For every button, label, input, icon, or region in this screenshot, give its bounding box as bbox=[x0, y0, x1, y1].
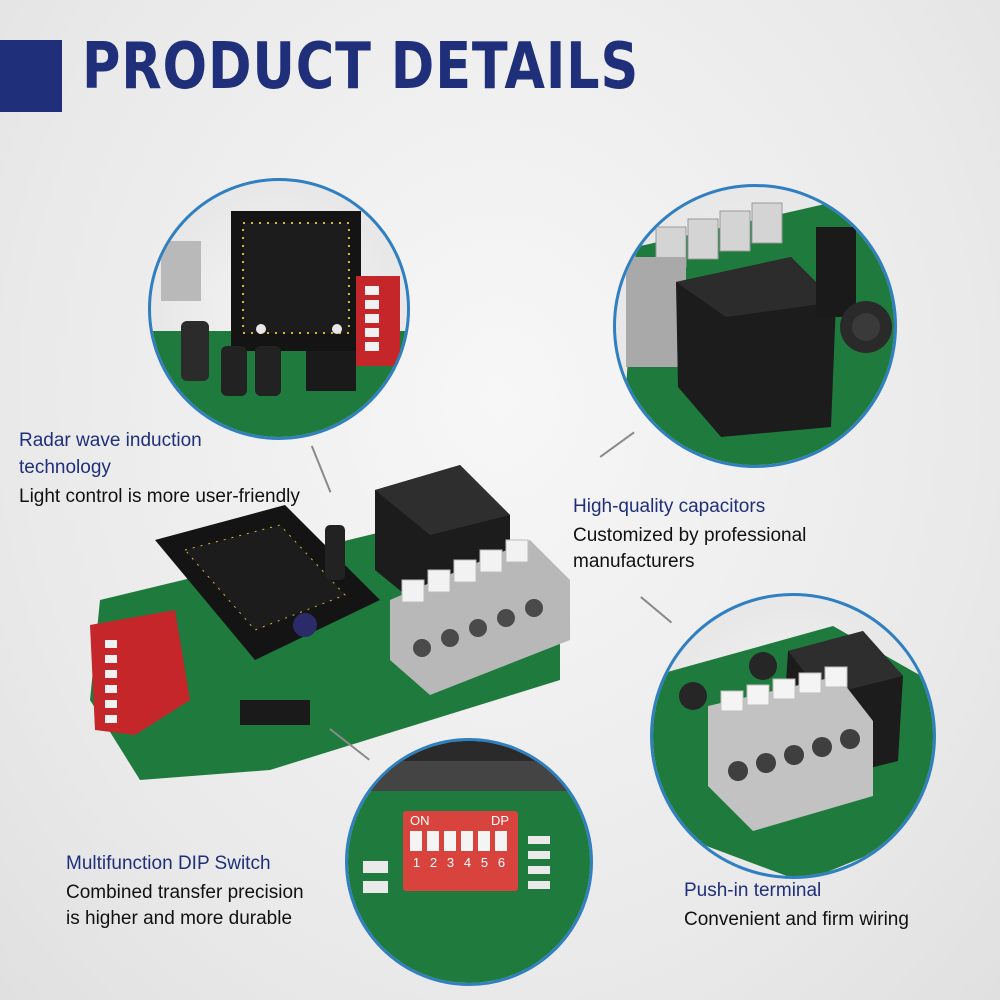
dip-number: 2 bbox=[429, 855, 438, 870]
dip-switch-photo: ON DP 1 2 3 4 5 6 bbox=[345, 738, 593, 986]
dip-dp-label: DP bbox=[491, 813, 510, 828]
capacitor-description-line2: manufacturers bbox=[573, 551, 695, 572]
dip-description-line2: is higher and more durable bbox=[66, 908, 293, 929]
radar-description: Light control is more user-friendly bbox=[19, 486, 300, 507]
dip-number: 3 bbox=[446, 855, 455, 870]
dip-number: 1 bbox=[412, 855, 421, 870]
terminal-description: Convenient and firm wiring bbox=[684, 909, 909, 930]
dip-number: 4 bbox=[463, 855, 472, 870]
dip-number: 6 bbox=[497, 855, 506, 870]
dip-heading: Multifunction DIP Switch bbox=[66, 853, 271, 874]
radar-heading-line1: Radar wave induction bbox=[19, 430, 202, 451]
page-title: PRODUCT DETAILS bbox=[82, 30, 640, 104]
terminal-leader-line bbox=[640, 596, 673, 624]
dip-on-label: ON bbox=[410, 813, 430, 828]
dip-numbers: 1 2 3 4 5 6 bbox=[408, 855, 518, 870]
dip-description-line1: Combined transfer precision bbox=[66, 882, 304, 903]
title-accent-block bbox=[0, 40, 62, 112]
terminal-heading: Push-in terminal bbox=[684, 880, 822, 901]
capacitor-heading: High-quality capacitors bbox=[573, 496, 766, 517]
terminal-photo bbox=[650, 593, 936, 879]
relay-capacitor-photo bbox=[613, 184, 897, 468]
radar-module-photo bbox=[148, 178, 410, 440]
main-product-board bbox=[90, 450, 570, 790]
dip-number: 5 bbox=[480, 855, 489, 870]
capacitor-description-line1: Customized by professional bbox=[573, 525, 807, 546]
capacitor-leader-line bbox=[599, 431, 635, 458]
radar-heading-line2: technology bbox=[19, 457, 111, 478]
